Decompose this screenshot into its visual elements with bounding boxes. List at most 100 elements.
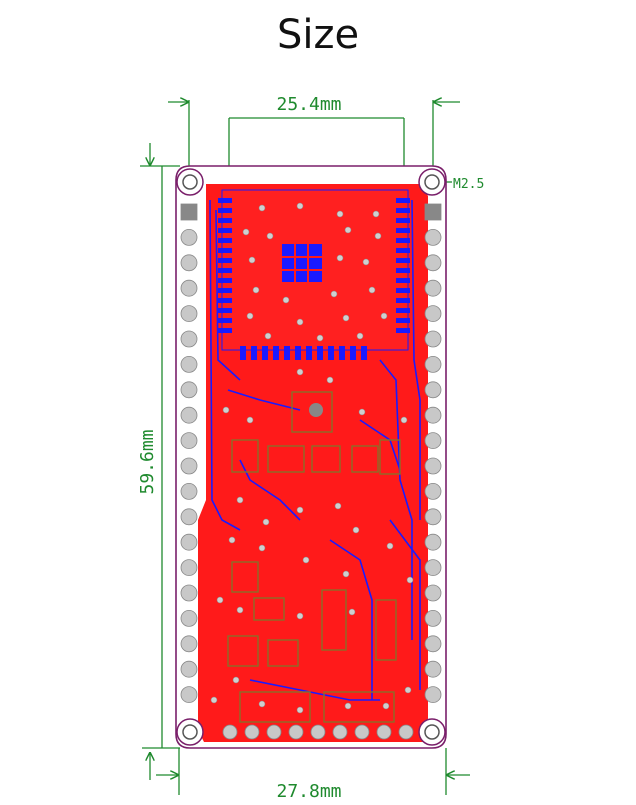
header-pin	[398, 724, 414, 740]
header-pin	[180, 559, 198, 576]
module-pad	[284, 346, 290, 360]
module-pad	[396, 308, 410, 313]
via	[348, 608, 356, 616]
via	[236, 496, 244, 504]
pin-square	[424, 203, 442, 221]
module-pad	[295, 346, 301, 360]
via	[258, 700, 266, 708]
module-pads-bottom	[240, 346, 367, 360]
page-title: Size	[276, 12, 360, 58]
module-pad	[396, 318, 410, 323]
via	[358, 408, 366, 416]
header-pin	[424, 482, 442, 500]
header-pin	[180, 432, 198, 450]
via	[374, 232, 382, 240]
module-pad	[251, 346, 257, 360]
header-pin	[332, 724, 348, 740]
header-pin	[180, 457, 198, 475]
via	[236, 606, 244, 614]
module-pad	[396, 298, 410, 303]
via	[336, 254, 344, 262]
via	[404, 686, 412, 694]
header-pin	[424, 660, 442, 678]
via	[282, 296, 290, 304]
header-pin	[222, 724, 238, 740]
header-pin	[180, 254, 198, 272]
via	[232, 676, 240, 684]
header-pin	[424, 584, 442, 602]
via	[382, 702, 390, 710]
via	[296, 506, 304, 514]
header-pin	[424, 330, 442, 348]
via	[216, 596, 224, 604]
header-pin	[180, 279, 198, 297]
header-pin	[424, 228, 442, 246]
module-pads-right	[396, 198, 410, 333]
module-pad	[218, 248, 232, 253]
header-pin	[180, 686, 198, 703]
pin-square	[180, 203, 198, 221]
mounting-holes	[176, 168, 446, 746]
header-pin	[180, 584, 198, 602]
module-pad	[396, 198, 410, 203]
header-pin	[180, 406, 198, 424]
via	[228, 536, 236, 544]
via	[342, 570, 350, 578]
header-pin	[424, 381, 442, 399]
header-pin	[424, 610, 442, 627]
module-pad	[218, 268, 232, 273]
via	[258, 204, 266, 212]
top-width-label: 25.4mm	[276, 94, 341, 115]
header-pins-left	[180, 203, 198, 703]
via	[362, 258, 370, 266]
via	[352, 526, 360, 534]
header-pin	[244, 724, 260, 740]
module-pad	[396, 278, 410, 283]
module-pad	[218, 218, 232, 223]
module-pad	[262, 346, 268, 360]
header-pin	[266, 724, 282, 740]
via	[246, 312, 254, 320]
via	[316, 334, 324, 342]
module-pad	[240, 346, 246, 360]
via	[262, 518, 270, 526]
via	[336, 210, 344, 218]
module-pad	[317, 346, 323, 360]
via	[296, 202, 304, 210]
via	[222, 406, 230, 414]
module-pad	[218, 228, 232, 233]
header-pin	[180, 482, 198, 500]
chip	[282, 244, 322, 282]
header-pin	[180, 330, 198, 348]
via	[380, 312, 388, 320]
module-pad	[328, 346, 334, 360]
header-pin	[180, 660, 198, 678]
via	[242, 228, 250, 236]
module-pad	[218, 258, 232, 263]
bottom-traces	[209, 199, 421, 701]
module-pad	[273, 346, 279, 360]
pcb-board	[175, 165, 447, 749]
module-pad	[339, 346, 345, 360]
vias	[210, 202, 414, 714]
via	[296, 318, 304, 326]
module-pad	[396, 238, 410, 243]
module-pad	[396, 268, 410, 273]
module-pad	[396, 208, 410, 213]
components	[227, 391, 401, 723]
header-pin	[424, 533, 442, 551]
header-pin	[424, 406, 442, 424]
module-pad	[396, 328, 410, 333]
bottom-width-label: 27.8mm	[276, 781, 341, 802]
header-pin	[376, 724, 392, 740]
header-pin	[180, 381, 198, 399]
via	[356, 332, 364, 340]
via	[210, 696, 218, 704]
module-pad	[218, 308, 232, 313]
via	[330, 290, 338, 298]
header-pin	[424, 508, 442, 526]
header-pin	[424, 254, 442, 272]
via	[368, 286, 376, 294]
via	[296, 706, 304, 714]
